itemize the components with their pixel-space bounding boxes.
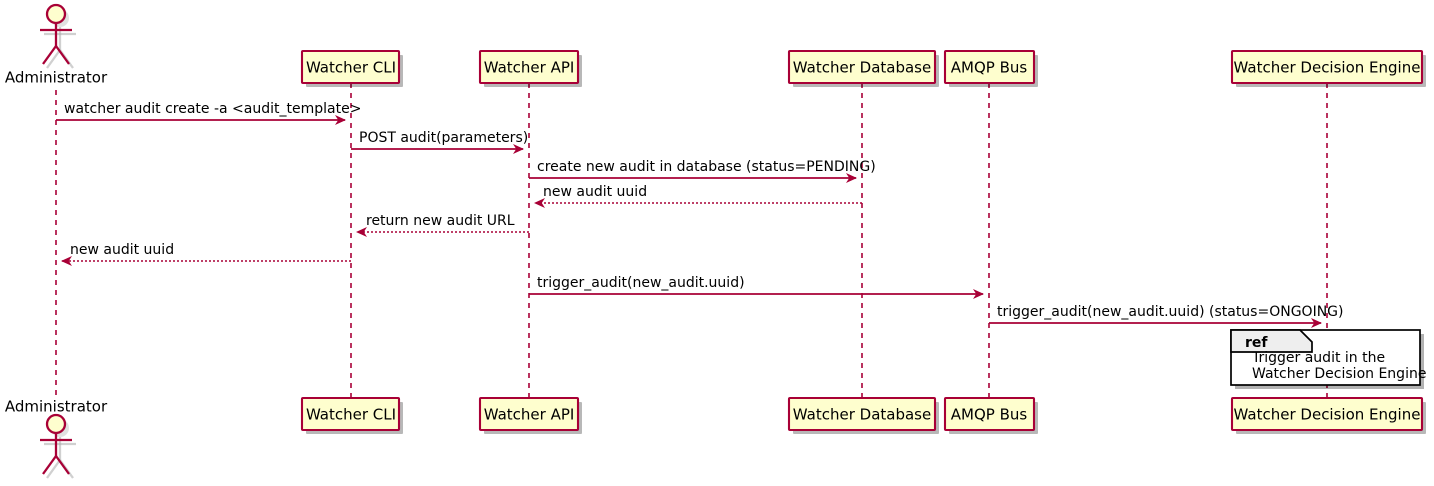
message-label: return new audit URL: [366, 213, 515, 229]
participant-watcher-database-bottom[interactable]: Watcher Database: [787, 396, 939, 434]
participant-box: [787, 49, 937, 85]
message-2-post-audit[interactable]: POST audit(parameters): [351, 130, 528, 154]
ref-fragment[interactable]: ref Trigger audit in the Watcher Decisio…: [1230, 329, 1426, 389]
participant-label-watcher-decision-engine-top: Watcher Decision Engine: [1234, 59, 1421, 77]
message-label: watcher audit create -a <audit_template>: [64, 101, 361, 117]
message-5-return-new-audit-url[interactable]: return new audit URL: [356, 213, 529, 237]
participant-label-watcher-api-bottom: Watcher API: [484, 406, 575, 424]
actor-label-administrator-top: Administrator: [5, 69, 108, 87]
actor-stick-figure-bottom: [40, 413, 72, 475]
participant-box: [943, 396, 1036, 432]
participant-box: [1230, 49, 1424, 85]
participant-watcher-cli-bottom[interactable]: Watcher CLI: [300, 396, 403, 434]
participant-label-amqp-bus-top: AMQP Bus: [951, 59, 1028, 77]
message-label: create new audit in database (status=PEN…: [537, 159, 876, 175]
message-label: POST audit(parameters): [359, 130, 528, 146]
participant-box: [478, 49, 580, 85]
participant-watcher-api-bottom[interactable]: Watcher API: [478, 396, 582, 434]
actor-label-administrator-bottom: Administrator: [5, 398, 108, 416]
actor-administrator-bottom[interactable]: Administrator: [5, 398, 108, 479]
participant-box: [1230, 396, 1424, 432]
participant-label-watcher-database-top: Watcher Database: [793, 59, 931, 77]
participant-label-watcher-api-top: Watcher API: [484, 59, 575, 77]
participant-box: [300, 49, 401, 85]
message-7-trigger-audit[interactable]: trigger_audit(new_audit.uuid): [529, 275, 984, 299]
participant-amqp-bus-top[interactable]: AMQP Bus: [943, 49, 1038, 87]
ref-fragment-tab-label: ref: [1245, 335, 1268, 351]
participant-label-watcher-cli-bottom: Watcher CLI: [306, 406, 396, 424]
participant-box: [300, 396, 401, 432]
actor-administrator-top[interactable]: Administrator: [5, 3, 108, 87]
participant-watcher-decision-engine-top[interactable]: Watcher Decision Engine: [1230, 49, 1426, 87]
ref-fragment-line-1: Trigger audit in the: [1251, 350, 1385, 366]
participant-box: [787, 396, 937, 432]
lifelines-group: [55, 83, 1328, 398]
ref-fragment-line-2: Watcher Decision Engine: [1252, 366, 1426, 382]
message-8-trigger-audit-ongoing[interactable]: trigger_audit(new_audit.uuid) (status=ON…: [989, 304, 1343, 328]
actor-stick-figure-top: [40, 3, 72, 65]
message-6-new-audit-uuid-cli-to-admin[interactable]: new audit uuid: [61, 242, 351, 266]
message-label: trigger_audit(new_audit.uuid) (status=ON…: [997, 304, 1343, 320]
participant-label-watcher-database-bottom: Watcher Database: [793, 406, 931, 424]
participant-amqp-bus-bottom[interactable]: AMQP Bus: [943, 396, 1038, 434]
message-1-watcher-audit-create[interactable]: watcher audit create -a <audit_template>: [56, 101, 361, 125]
message-label: new audit uuid: [70, 242, 174, 258]
participant-label-watcher-cli-top: Watcher CLI: [306, 59, 396, 77]
participant-box: [943, 49, 1036, 85]
ref-fragment-tab: [1230, 329, 1313, 353]
participant-label-watcher-decision-engine-bottom: Watcher Decision Engine: [1234, 406, 1421, 424]
message-4-new-audit-uuid-db-to-api[interactable]: new audit uuid: [534, 184, 862, 208]
participant-watcher-database-top[interactable]: Watcher Database: [787, 49, 939, 87]
participant-box: [478, 396, 580, 432]
participant-watcher-decision-engine-bottom[interactable]: Watcher Decision Engine: [1230, 396, 1426, 434]
participant-watcher-cli-top[interactable]: Watcher CLI: [300, 49, 403, 87]
message-label: trigger_audit(new_audit.uuid): [537, 275, 745, 291]
message-3-create-new-audit[interactable]: create new audit in database (status=PEN…: [529, 159, 876, 183]
message-label: new audit uuid: [543, 184, 647, 200]
participant-label-amqp-bus-bottom: AMQP Bus: [951, 406, 1028, 424]
participant-watcher-api-top[interactable]: Watcher API: [478, 49, 582, 87]
